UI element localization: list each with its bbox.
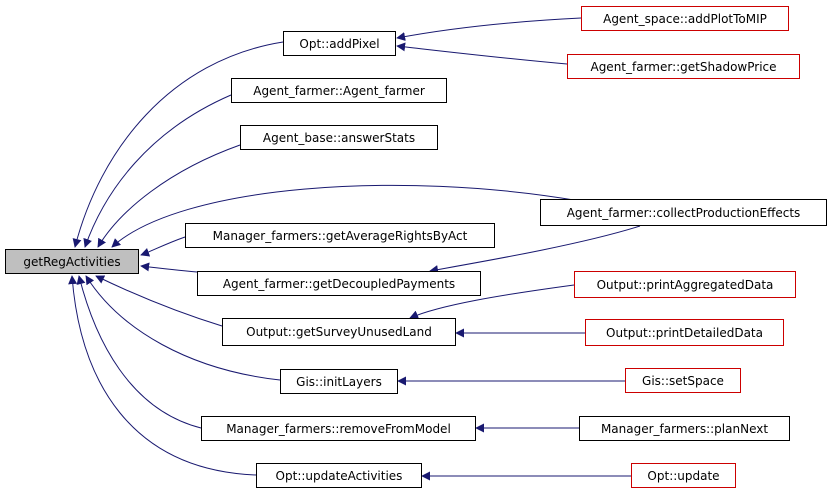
edge-printaggregated-to-getsurvey bbox=[409, 284, 575, 319]
edge-removefrommodel-to-root bbox=[76, 275, 202, 429]
edge-updateactivities-to-root bbox=[68, 275, 257, 476]
edge-answerstats-to-root bbox=[97, 144, 241, 248]
node-opt-update[interactable]: Opt::update bbox=[631, 463, 736, 488]
edge-shadowprice-to-addpixel bbox=[396, 42, 568, 65]
edge-decoupled-to-root bbox=[140, 262, 198, 273]
edge-initlayers-to-root bbox=[85, 275, 281, 381]
node-mgr-plannext[interactable]: Manager_farmers::planNext bbox=[579, 416, 790, 441]
node-gis-setspace[interactable]: Gis::setSpace bbox=[625, 368, 741, 393]
edge-addplot-to-addpixel bbox=[396, 17, 582, 41]
edge-collectproduction-to-root bbox=[111, 184, 581, 248]
edge-agentfarmerctor-to-root bbox=[83, 94, 232, 248]
node-agent-getdecoupled[interactable]: Agent_farmer::getDecoupledPayments bbox=[197, 271, 481, 296]
node-gis-initlayers[interactable]: Gis::initLayers bbox=[280, 369, 398, 394]
node-root: getRegActivities bbox=[5, 249, 139, 274]
edge-averagerights-to-root bbox=[140, 236, 186, 257]
node-output-printdetailed[interactable]: Output::printDetailedData bbox=[585, 319, 784, 346]
edge-getsurvey-to-root bbox=[95, 275, 223, 327]
node-agent-farmer-ctor[interactable]: Agent_farmer::Agent_farmer bbox=[231, 78, 447, 103]
node-opt-updateactivities[interactable]: Opt::updateActivities bbox=[256, 463, 422, 488]
node-agent-collectproduction[interactable]: Agent_farmer::collectProductionEffects bbox=[540, 199, 827, 226]
node-output-getsurvey[interactable]: Output::getSurveyUnusedLand bbox=[222, 318, 456, 346]
node-agent-base-answerstats[interactable]: Agent_base::answerStats bbox=[240, 125, 438, 150]
edge-collectproduction-to-decoupled bbox=[429, 225, 641, 274]
node-output-printaggregated[interactable]: Output::printAggregatedData bbox=[574, 271, 796, 298]
node-mgr-removefrommodel[interactable]: Manager_farmers::removeFromModel bbox=[201, 416, 476, 441]
node-agent-getshadowprice[interactable]: Agent_farmer::getShadowPrice bbox=[567, 54, 800, 79]
edge-addpixel-to-root bbox=[72, 41, 284, 248]
node-mgr-getaveragerights[interactable]: Manager_farmers::getAverageRightsByAct bbox=[185, 223, 495, 248]
node-agent-space-addplot[interactable]: Agent_space::addPlotToMIP bbox=[581, 6, 789, 31]
node-opt-addpixel[interactable]: Opt::addPixel bbox=[283, 31, 396, 56]
